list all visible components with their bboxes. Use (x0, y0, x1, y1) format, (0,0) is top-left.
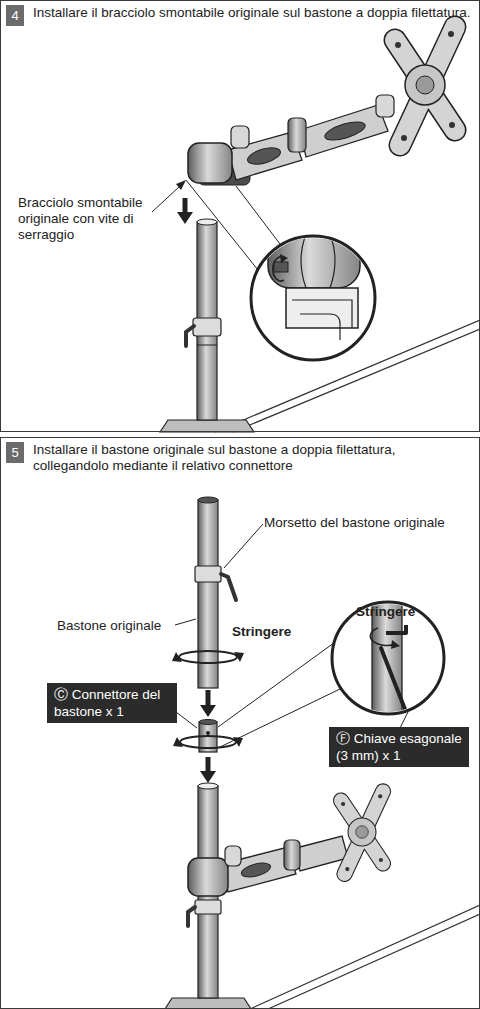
original-pole (175, 497, 263, 688)
magnified-detail (268, 232, 362, 340)
step-number-text: 5 (11, 446, 18, 460)
leader-line (176, 712, 197, 728)
arrow-head (200, 705, 216, 717)
desk-edge (250, 905, 480, 1009)
rotation-ring (180, 736, 236, 748)
hub-seam (301, 234, 335, 288)
clamp-lever (186, 326, 194, 346)
pole-base (165, 998, 251, 1009)
down-arrow (177, 198, 193, 224)
step-instruction: Installare il bracciolo smontabile origi… (33, 5, 473, 21)
pole-clamp (195, 566, 221, 582)
arrow-shaft (206, 690, 211, 706)
pole-joint (197, 345, 217, 346)
leader-line (218, 640, 338, 727)
leader-line (400, 712, 408, 728)
arrow-head (280, 254, 288, 263)
down-arrow (200, 757, 216, 783)
pole-connector (173, 720, 243, 753)
arrow-shaft (206, 757, 211, 772)
arrow-head (173, 737, 183, 747)
part-tag: Ⓒ Connettore del bastone x 1 (47, 683, 177, 723)
arm-hub (188, 858, 228, 896)
arm-joint (284, 840, 300, 870)
pole-assembly (160, 219, 254, 432)
vesa-plate (341, 791, 383, 874)
down-arrow (200, 690, 216, 717)
rotation-arrow (172, 651, 244, 663)
leader-line (152, 186, 180, 212)
pole (198, 500, 218, 688)
leader-line (175, 619, 196, 625)
pole-clamp (195, 900, 221, 914)
hub (268, 232, 360, 288)
arm-cutout (246, 145, 283, 168)
leader-line (186, 180, 258, 270)
leader-head (176, 180, 186, 190)
hex-key (381, 648, 410, 722)
part-label: Bracciolo smontabile originale con vite … (18, 195, 168, 243)
vesa-plate (395, 27, 455, 145)
part-label: Bastone originale (57, 618, 177, 634)
hex-key (386, 625, 406, 633)
arrow-head (391, 640, 400, 649)
arrow-head (177, 212, 193, 224)
arrow-shaft (183, 198, 188, 213)
clamp-lever (221, 574, 236, 600)
pole-base (160, 420, 254, 432)
set-screw (274, 262, 288, 272)
monitor-arm (188, 27, 455, 185)
connector-top (199, 720, 217, 725)
clamp-block (286, 288, 358, 328)
detail-magnifier (176, 600, 444, 748)
connector-screw (206, 731, 210, 735)
desk-line (250, 905, 480, 1009)
clamp-detail (292, 300, 352, 340)
label-leader (152, 180, 186, 212)
arm-cutout (240, 860, 272, 879)
rotation-ring (179, 651, 237, 663)
step-number: 4 (6, 5, 24, 26)
arm-cutout (323, 118, 367, 144)
leader-line (218, 688, 342, 748)
arm-joint (376, 95, 394, 117)
arm-hub (188, 143, 232, 183)
leader-line (236, 186, 280, 244)
step-number-text: 4 (11, 9, 18, 23)
part-tag-text: Ⓒ Connettore del bastone x 1 (54, 686, 170, 720)
pole-top (197, 219, 217, 225)
leader-line (224, 524, 263, 568)
monitor-arm (188, 791, 383, 896)
action-label: Stringere (232, 624, 312, 640)
step-number: 5 (6, 442, 24, 463)
part-tag-text: Ⓕ Chiave esagonale (3 mm) x 1 (336, 730, 462, 764)
action-label: Stringere (356, 604, 436, 620)
pole-top (198, 497, 218, 503)
part-tag: Ⓕ Chiave esagonale (3 mm) x 1 (329, 727, 469, 767)
pole-clamp (193, 318, 221, 336)
arrow-head (172, 652, 182, 662)
arrow-head (234, 652, 244, 662)
threaded-pole (165, 783, 251, 1009)
step-instruction: Installare il bastone originale sul bast… (33, 442, 473, 474)
clamp-lever (188, 907, 195, 926)
pole-top (198, 783, 218, 789)
arm-joint (231, 126, 249, 148)
part-label: Morsetto del bastone originale (264, 515, 474, 531)
arm-joint (288, 118, 306, 152)
detail-magnifier (186, 180, 375, 360)
arrow-head (200, 771, 216, 783)
arm-segment (300, 105, 388, 157)
arm-joint (225, 846, 241, 866)
